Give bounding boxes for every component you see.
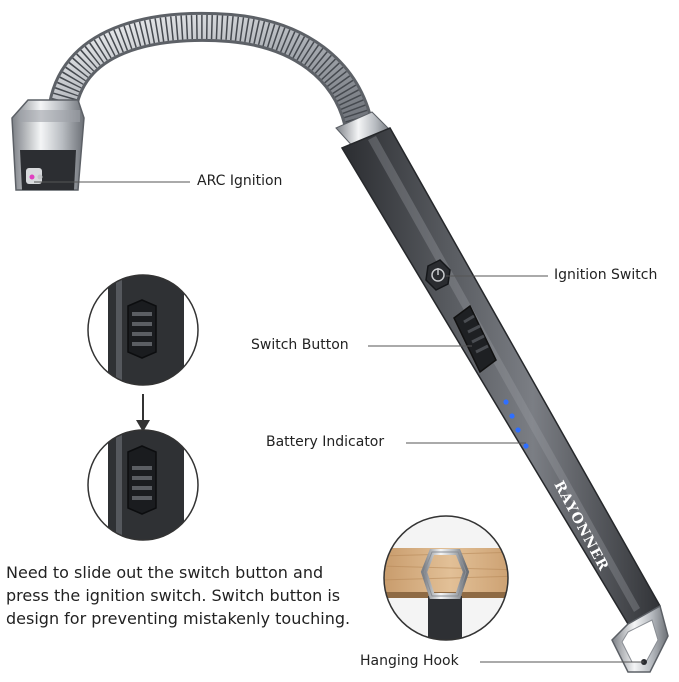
callout-lines: [34, 181, 644, 663]
caption-line: press the ignition switch. Switch button…: [6, 586, 341, 605]
hanging-hook[interactable]: [611, 604, 669, 673]
label-switch-button: Switch Button: [251, 337, 349, 353]
label-ignition-switch: Ignition Switch: [554, 267, 658, 283]
instruction-caption: Need to slide out the switch button and …: [6, 561, 406, 630]
zoom-inset-switch-locked: [87, 274, 199, 386]
caption-line: design for preventing mistakenly touchin…: [6, 609, 351, 628]
label-arc-ignition: ARC Ignition: [197, 173, 283, 189]
zoom-inset-hanging-hook: [383, 515, 509, 641]
switch-button[interactable]: [453, 304, 497, 374]
ignition-switch[interactable]: [425, 259, 451, 291]
flexible-hose: [47, 11, 373, 137]
label-battery-indicator: Battery Indicator: [266, 434, 385, 450]
down-arrow-icon: [136, 394, 150, 432]
arc-ignition-head: [11, 99, 85, 191]
label-hanging-hook: Hanging Hook: [360, 653, 459, 669]
battery-indicator-leds: [503, 399, 529, 449]
caption-line: Need to slide out the switch button and: [6, 563, 324, 582]
zoom-inset-switch-unlocked: [87, 429, 199, 541]
